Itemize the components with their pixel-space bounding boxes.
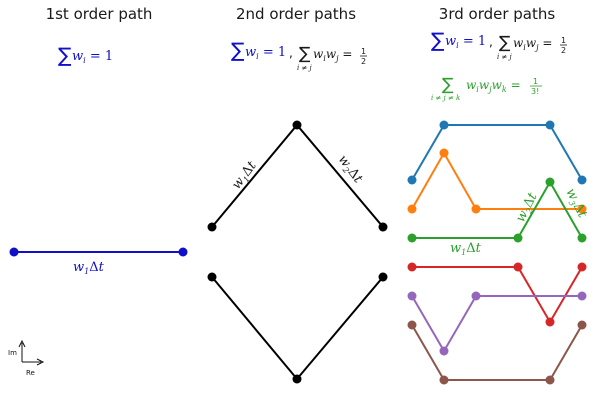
third-order-title: 3rd order paths: [439, 5, 556, 23]
third-order-path-blue: [407, 120, 587, 185]
svg-text:2: 2: [561, 46, 566, 55]
re-axis-label: Re: [26, 369, 35, 377]
comma-separator: ,: [289, 46, 293, 60]
svg-text:3!: 3!: [531, 87, 539, 96]
first-order-title: 1st order path: [46, 5, 153, 23]
svg-text:1: 1: [361, 47, 366, 56]
svg-text:wiwj =: wiwj =: [313, 47, 352, 63]
complex-plane-axes: [18, 339, 45, 366]
first-order-end-point: [178, 247, 188, 257]
svg-text:wi = 1: wi = 1: [245, 45, 286, 61]
second-order-path-upper: [207, 120, 388, 232]
third-order-edge-label-2: w2Δt: [513, 190, 542, 225]
third-order-condition-pairs: ∑ i ≠ j wiwj = 1 2: [497, 33, 567, 61]
third-order-path-brown: [407, 320, 587, 385]
comma-separator-3: ,: [489, 35, 493, 49]
third-order-edge-label-3: w3Δt: [562, 186, 591, 221]
second-order-condition-pairs: ∑ i ≠ j wiwj = 1 2: [297, 44, 367, 72]
first-order-path: [9, 247, 188, 257]
svg-text:wiwjwk =: wiwjwk =: [466, 78, 521, 94]
svg-text:wi = 1: wi = 1: [445, 34, 486, 50]
second-order-title: 2nd order paths: [236, 5, 356, 23]
svg-text:2: 2: [361, 57, 366, 66]
svg-text:∑: ∑: [442, 75, 454, 95]
second-order-condition-sum: ∑ wi = 1: [231, 38, 286, 62]
first-order-edge-label: w1Δt: [73, 260, 105, 276]
svg-text:i ≠ j: i ≠ j: [297, 64, 313, 72]
third-order-path-green: [407, 177, 587, 243]
first-order-condition: ∑ wi = 1: [58, 43, 113, 67]
first-order-start-point: [9, 247, 19, 257]
svg-text:∑: ∑: [231, 38, 245, 62]
svg-text:∑: ∑: [58, 43, 72, 67]
second-order-path-lower: [207, 272, 388, 384]
svg-text:1: 1: [533, 77, 538, 86]
svg-text:i ≠ j: i ≠ j: [497, 53, 513, 61]
im-axis-label: Im: [8, 349, 17, 357]
svg-text:∑: ∑: [299, 44, 311, 64]
svg-text:∑: ∑: [431, 28, 445, 52]
svg-text:wiwj =: wiwj =: [513, 36, 552, 52]
svg-text:∑: ∑: [499, 33, 511, 53]
third-order-condition-triples: ∑ i ≠ j ≠ k wiwjwk = 1 3!: [431, 75, 542, 102]
svg-text:wi = 1: wi = 1: [72, 49, 113, 65]
third-order-path-purple: [407, 291, 587, 356]
third-order-condition-sum: ∑ wi = 1: [431, 28, 486, 52]
third-order-path-orange: [407, 148, 587, 214]
third-order-edge-label-1: w1Δt: [450, 241, 482, 257]
third-order-path-red: [407, 262, 587, 327]
svg-text:1: 1: [561, 36, 566, 45]
second-order-edge-label-right: w2Δt: [334, 152, 366, 187]
svg-text:i ≠ j ≠ k: i ≠ j ≠ k: [431, 94, 460, 102]
